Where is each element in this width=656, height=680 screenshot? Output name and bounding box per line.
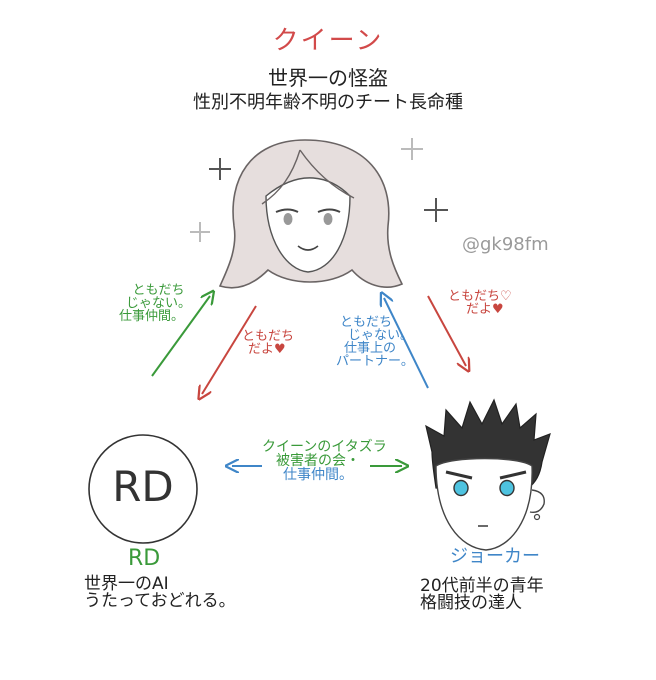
arrow-queen-to-joker xyxy=(427,295,466,366)
label-line: だよ♥ xyxy=(466,302,504,317)
label-rd-to-queen: ともだち じゃない。 仕事仲間。 xyxy=(119,283,192,323)
label-line: クイーンのイタズラ xyxy=(262,439,387,455)
rd-desc: 世界一のAI うたっておどれる。 xyxy=(84,576,236,610)
author-handle: @gk98fm xyxy=(462,234,549,255)
arrow-joker-to-queen xyxy=(384,298,429,389)
rd-circle xyxy=(88,434,198,544)
label-queen-to-rd: ともだち だよ♥ xyxy=(242,330,294,356)
label-line: だよ♥ xyxy=(248,342,286,357)
label-line: じゃない。 xyxy=(126,296,192,311)
joker-portrait xyxy=(425,398,551,551)
queen-desc-line2: 性別不明年齢不明のチート長命種 xyxy=(193,92,463,113)
label-line: 仕事仲間。 xyxy=(119,309,185,324)
joker-desc-line2: 格闘技の達人 xyxy=(420,593,522,613)
queen-desc-line1: 世界一の怪盗 xyxy=(268,66,388,90)
queen-portrait xyxy=(218,139,404,289)
label-line: ともだち xyxy=(340,315,393,330)
label-line: パートナー。 xyxy=(336,354,414,369)
label-line: 被害者の会・ xyxy=(276,453,360,469)
joker-desc: 20代前半の青年 格闘技の達人 xyxy=(420,578,544,612)
rd-desc-line2: うたっておどれる。 xyxy=(84,591,236,611)
rd-circle-label: RD xyxy=(112,462,174,511)
label-line: じゃない。 xyxy=(348,328,414,343)
label-line: ともだち xyxy=(132,283,185,298)
rd-name: RD xyxy=(128,546,161,571)
label-line: ともだち xyxy=(242,329,295,344)
arrow-queen-to-rd xyxy=(202,305,257,394)
label-line: 仕事仲間。 xyxy=(283,467,353,483)
rd-desc-line1: 世界一のAI xyxy=(84,574,169,594)
sparkle-icons xyxy=(190,138,448,242)
joker-desc-line1: 20代前半の青年 xyxy=(420,576,544,596)
joker-name: ジョーカー xyxy=(450,546,540,567)
label-rd-joker: クイーンのイタズラ 被害者の会・ 仕事仲間。 xyxy=(262,439,387,483)
label-joker-to-queen: ともだち じゃない。 仕事上の パートナー。 xyxy=(336,315,414,368)
label-line: ともだち♡ xyxy=(448,289,512,304)
arrow-rd-to-queen xyxy=(151,296,210,377)
label-queen-to-joker: ともだち♡ だよ♥ xyxy=(448,290,512,316)
label-line: 仕事上の xyxy=(344,341,397,356)
queen-name: クイーン xyxy=(272,26,384,56)
